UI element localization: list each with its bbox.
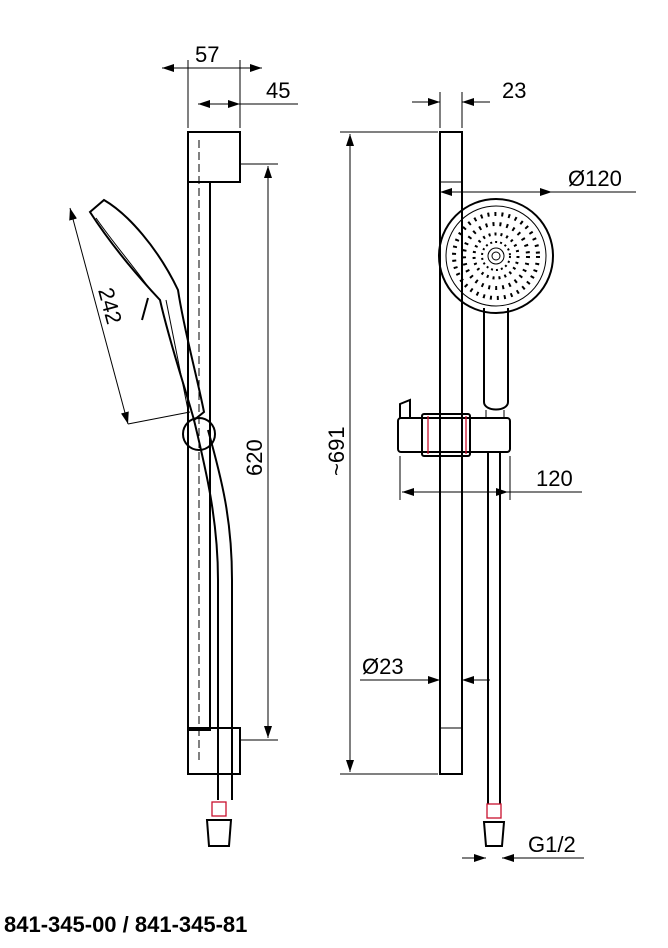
dim-overall-height: ~691 bbox=[324, 426, 349, 476]
dim-side-width-total: 57 bbox=[195, 42, 219, 67]
dim-rail-diameter: Ø23 bbox=[362, 654, 404, 679]
side-hose bbox=[193, 419, 219, 800]
dim-head-diameter: Ø120 bbox=[568, 166, 622, 191]
bottom-wall-bracket bbox=[187, 727, 241, 775]
front-shower-head bbox=[438, 198, 554, 411]
dim-front-bar-diameter: 23 bbox=[502, 78, 526, 103]
dim-side-width-bar: 45 bbox=[266, 78, 290, 103]
article-numbers: 841-345-00 / 841-345-81 bbox=[4, 912, 248, 937]
dim-connection-thread: G1/2 bbox=[528, 832, 576, 857]
front-hose-connector bbox=[482, 821, 506, 847]
dim-side-rail-length: 620 bbox=[242, 439, 267, 476]
front-view: 23 Ø120 ~691 120 Ø23 G1/2 bbox=[324, 78, 636, 862]
side-view: 57 45 620 242 bbox=[69, 42, 298, 847]
side-hose-nut bbox=[211, 801, 227, 817]
dim-holder-projection: 120 bbox=[536, 466, 573, 491]
top-wall-bracket bbox=[187, 131, 241, 183]
side-holder bbox=[182, 417, 216, 451]
side-hose-connector bbox=[205, 819, 233, 847]
side-hose-outer bbox=[207, 429, 233, 800]
dim-handshower-length: 242 bbox=[93, 285, 127, 327]
front-holder bbox=[397, 398, 511, 457]
front-hose-nut bbox=[486, 803, 502, 819]
